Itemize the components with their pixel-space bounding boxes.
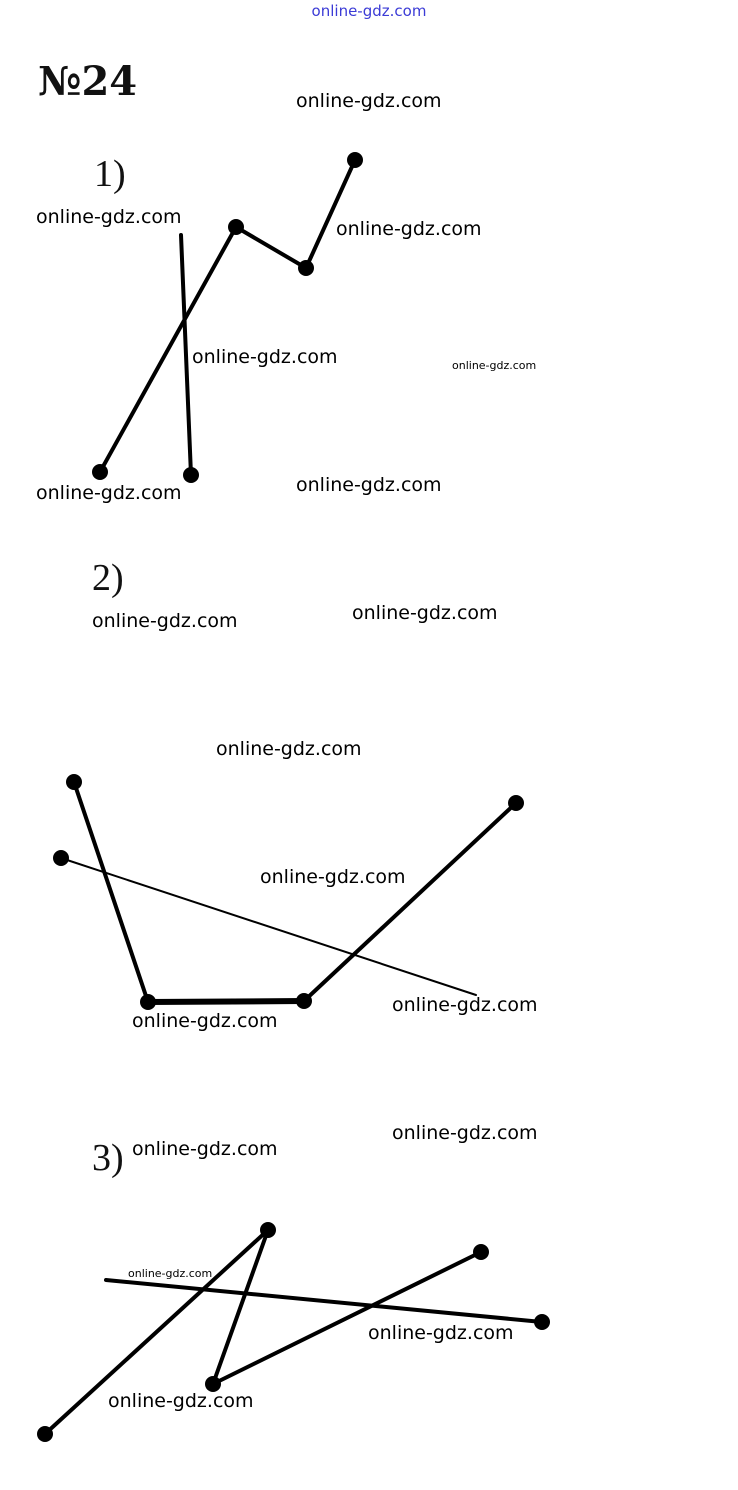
part-label-3: 3) — [92, 1137, 124, 1179]
figure-3-point — [534, 1314, 550, 1330]
figure-3-point — [260, 1222, 276, 1238]
figure-2-point — [508, 795, 524, 811]
watermark: online-gdz.com — [36, 482, 182, 504]
figure-1-point — [183, 467, 199, 483]
figure-1 — [98, 158, 357, 477]
figure-3-point — [205, 1376, 221, 1392]
part-label-2: 2) — [92, 557, 124, 599]
figure-1-point — [298, 260, 314, 276]
figure-3-point — [473, 1244, 489, 1260]
watermark: online-gdz.com — [260, 866, 406, 888]
figure-3-point — [37, 1426, 53, 1442]
watermark: online-gdz.com — [368, 1322, 514, 1344]
figure-1-broken-line — [98, 158, 357, 474]
figure-1-points — [92, 152, 363, 483]
figure-1-segment — [179, 233, 193, 477]
figure-2 — [60, 780, 518, 1005]
figure-2-segment-b — [145, 998, 307, 1005]
watermark: online-gdz.com — [36, 206, 182, 228]
figure-3-points — [37, 1222, 550, 1442]
figure-3 — [43, 1228, 544, 1436]
watermark: online-gdz.com — [128, 1267, 213, 1280]
watermark: online-gdz.com — [216, 738, 362, 760]
figure-2-point — [66, 774, 82, 790]
watermark: online-gdz.com — [392, 1122, 538, 1144]
figure-3-broken-line — [43, 1228, 483, 1436]
figure-3-segment — [104, 1278, 544, 1324]
watermark: online-gdz.com — [192, 346, 338, 368]
watermark: online-gdz.com — [296, 90, 442, 112]
watermark: online-gdz.com — [352, 602, 498, 624]
figure-2-point — [140, 994, 156, 1010]
figure-2-segment-a — [72, 780, 150, 1004]
figure-1-point — [228, 219, 244, 235]
figure-2-point — [296, 993, 312, 1009]
watermark: online-gdz.com — [132, 1138, 278, 1160]
watermark: online-gdz.com — [108, 1390, 254, 1412]
watermark: online-gdz.com — [392, 994, 538, 1016]
figure-2-thin-segment — [60, 857, 477, 996]
part-label-1: 1) — [94, 153, 126, 195]
watermark: online-gdz.com — [92, 610, 238, 632]
figure-1-point — [92, 464, 108, 480]
watermark: online-gdz.com — [452, 359, 537, 372]
problem-number: №24 — [38, 58, 138, 105]
site-link[interactable]: online-gdz.com — [311, 2, 427, 20]
figure-2-point — [53, 850, 69, 866]
watermark: online-gdz.com — [296, 474, 442, 496]
watermark: online-gdz.com — [132, 1010, 278, 1032]
watermark: online-gdz.com — [336, 218, 482, 240]
figure-2-segment-c — [302, 801, 518, 1003]
figure-1-point — [347, 152, 363, 168]
figure-2-points — [53, 774, 524, 1010]
